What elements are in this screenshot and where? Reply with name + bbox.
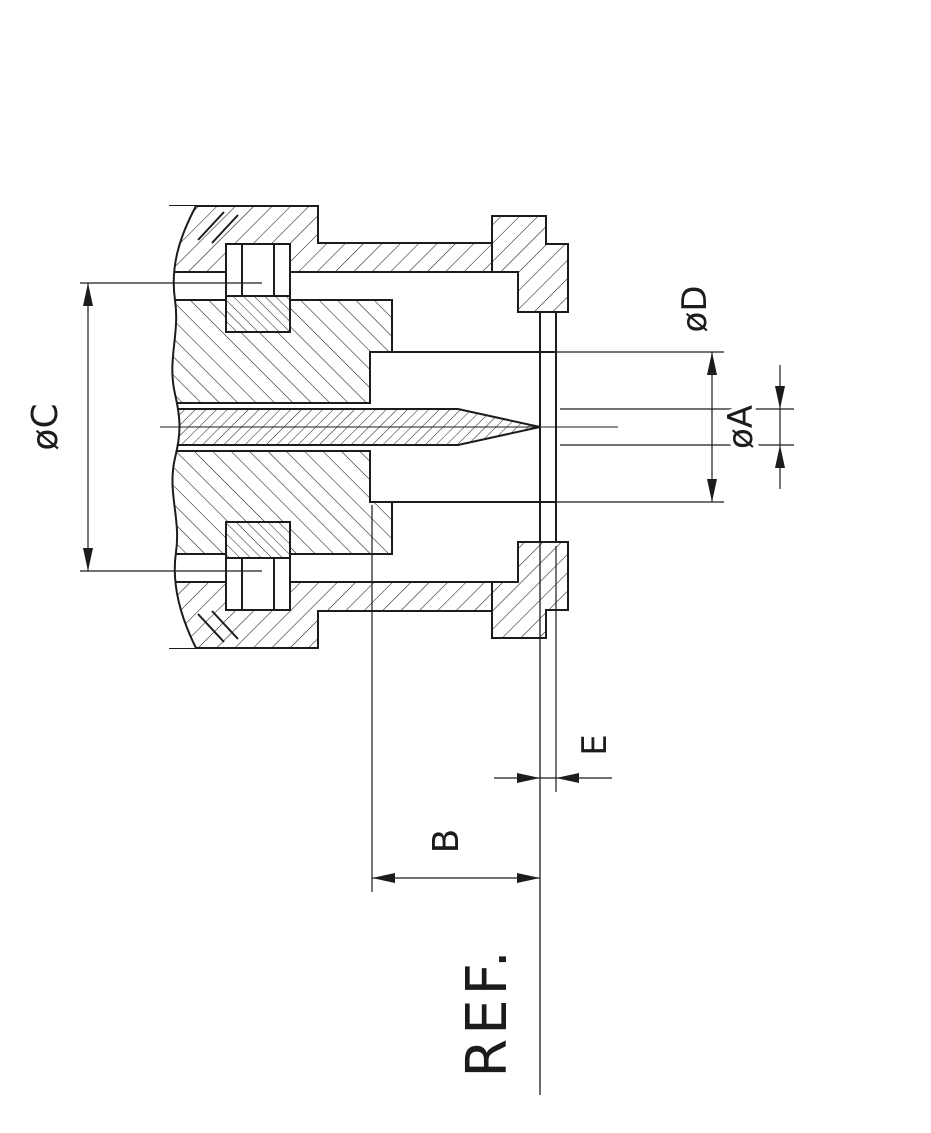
arrow-right-icon [517, 873, 540, 883]
arrow-left-icon [556, 773, 579, 783]
arrow-left-icon [372, 873, 395, 883]
retaining-screw-top [225, 243, 291, 333]
dim-b [371, 505, 540, 892]
coupling-flange-top [491, 215, 569, 313]
dia-a-label: øA [721, 405, 761, 449]
arrow-down-icon [83, 548, 93, 571]
arrow-down-icon [775, 386, 785, 409]
dim-dia-a [560, 365, 794, 489]
retaining-screw-bottom [225, 521, 291, 611]
dim-b-label: B [426, 829, 467, 854]
arrow-up-icon [707, 352, 717, 375]
dia-c-label: øC [25, 403, 66, 450]
arrow-up-icon [775, 445, 785, 468]
dim-e [494, 546, 612, 792]
arrow-up-icon [83, 283, 93, 306]
dim-dia-c [80, 282, 262, 572]
dim-dia-d [556, 351, 724, 503]
ref-label: REF. [455, 946, 520, 1077]
dim-e-label: E [575, 734, 615, 755]
outer-shell-top [169, 205, 493, 273]
arrow-right-icon [517, 773, 540, 783]
coupling-flange-bottom [491, 541, 569, 639]
arrow-down-icon [707, 479, 717, 502]
slot-slash-marks [197, 211, 239, 643]
dia-d-label: øD [675, 286, 715, 333]
outer-shell-bottom [169, 581, 493, 649]
